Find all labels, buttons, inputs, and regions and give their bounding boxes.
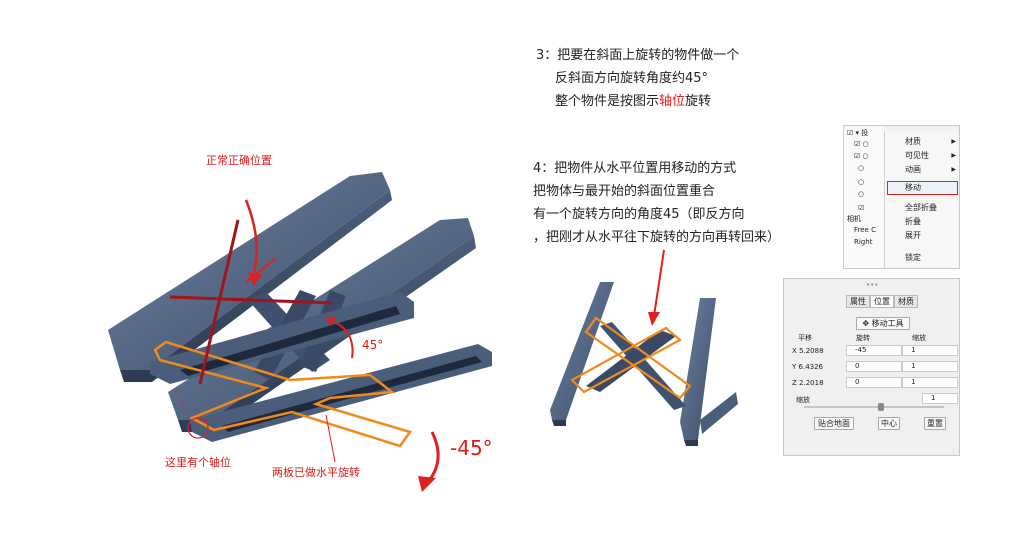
move-tool-button[interactable]: ✥ 移动工具 xyxy=(856,317,910,330)
tree-row-6[interactable]: ○ xyxy=(858,190,865,198)
step3-line1: 3：把要在斜面上旋转的物件做一个 xyxy=(536,48,740,63)
rotate-y-field[interactable]: 0 xyxy=(846,361,902,372)
axis-highlight: 轴位 xyxy=(659,94,686,109)
rotate-z-field[interactable]: 0 xyxy=(846,377,902,388)
step4-line2: 把物体与最开始的斜面位置重合 xyxy=(533,184,716,199)
menu-item-animation[interactable]: 动画 xyxy=(905,165,921,174)
step4-line4: ，把刚才从水平往下旋转的方向再转回来） xyxy=(533,230,781,245)
menu-item-move-highlight xyxy=(887,181,958,195)
row-x: X 5.2088 xyxy=(792,347,824,355)
scale-slider-track[interactable] xyxy=(804,406,944,408)
tab-properties[interactable]: 属性 xyxy=(846,295,870,308)
annotation-boards-rotated: 两板已做水平旋转 xyxy=(272,466,360,479)
scene-tree: ☑ ▾ 投 ☑ ○ ☑ ○ ○ ○ ○ ☑ 相机 Free C Right xyxy=(844,126,884,268)
scale-slider-thumb[interactable] xyxy=(878,403,884,411)
step3-line2: 反斜面方向旋转角度约45° xyxy=(555,71,709,86)
step4-line1: 4：把物件从水平位置用移动的方式 xyxy=(533,161,737,176)
chevron-right-icon: ▶ xyxy=(951,138,956,145)
tree-row-5[interactable]: ○ xyxy=(858,178,865,186)
reset-button[interactable]: 重置 xyxy=(924,417,946,430)
menu-item-lock[interactable]: 锁定 xyxy=(905,253,921,262)
menu-item-visibility[interactable]: 可见性 xyxy=(905,151,929,160)
scale-y-field[interactable]: 1 xyxy=(902,361,958,372)
row-y: Y 6.4326 xyxy=(792,363,824,371)
tree-camera[interactable]: 相机 xyxy=(847,215,861,223)
scale-z-field[interactable]: 1 xyxy=(902,377,958,388)
tree-row-2[interactable]: ☑ ○ xyxy=(854,140,869,148)
left-model xyxy=(108,172,492,492)
right-model xyxy=(550,249,738,446)
properties-panel: ••• 属性 位置 材质 ✥ 移动工具 平移 旋转 缩放 X 5.2088 -4… xyxy=(783,278,960,456)
move-tool-icon: ✥ xyxy=(862,319,870,328)
annotation-correct-position: 正常正确位置 xyxy=(206,154,272,167)
context-menu: 材质 ▶ 可见性 ▶ 动画 ▶ 移动 全部折叠 折叠 展开 锁定 xyxy=(884,132,959,268)
tree-free-camera[interactable]: Free C xyxy=(854,226,876,234)
uniform-scale-label: 缩放 xyxy=(796,396,810,404)
panel-grip-icon: ••• xyxy=(866,281,879,289)
chevron-right-icon: ▶ xyxy=(951,152,956,159)
tab-material[interactable]: 材质 xyxy=(894,295,918,308)
tree-row-7[interactable]: ☑ xyxy=(858,204,865,212)
tree-row-1[interactable]: ☑ ▾ 投 xyxy=(847,129,869,137)
menu-item-material[interactable]: 材质 xyxy=(905,137,921,146)
center-button[interactable]: 中心 xyxy=(878,417,900,430)
tab-position[interactable]: 位置 xyxy=(870,295,894,308)
tree-row-3[interactable]: ☑ ○ xyxy=(854,152,869,160)
annotation-angle-45: 45° xyxy=(362,338,384,352)
menu-item-expand[interactable]: 展开 xyxy=(905,231,921,240)
menu-item-collapse-all[interactable]: 全部折叠 xyxy=(905,203,937,212)
step4-line3: 有一个旋转方向的角度45（即反方向 xyxy=(533,207,745,222)
row-z: Z 2.2018 xyxy=(792,379,824,387)
header-translate: 平移 xyxy=(798,334,812,342)
uniform-scale-field[interactable]: 1 xyxy=(922,393,958,404)
scale-x-field[interactable]: 1 xyxy=(902,345,958,356)
tree-right-camera[interactable]: Right xyxy=(854,238,873,246)
header-rotate: 旋转 xyxy=(856,334,870,342)
menu-item-move[interactable]: 移动 xyxy=(905,183,921,192)
header-scale: 缩放 xyxy=(912,334,926,342)
menu-item-collapse[interactable]: 折叠 xyxy=(905,217,921,226)
annotation-angle-minus-45: -45° xyxy=(450,436,493,460)
snap-ground-button[interactable]: 贴合地面 xyxy=(814,417,854,430)
tree-row-4[interactable]: ○ xyxy=(858,164,865,172)
chevron-right-icon: ▶ xyxy=(951,166,956,173)
step3-line3: 整个物件是按图示轴位旋转 xyxy=(555,94,712,109)
annotation-axis-here: 这里有个轴位 xyxy=(165,456,231,469)
rotate-x-field[interactable]: -45 xyxy=(846,345,902,356)
context-menu-screenshot: ☑ ▾ 投 ☑ ○ ☑ ○ ○ ○ ○ ☑ 相机 Free C Right 材质… xyxy=(843,125,960,269)
